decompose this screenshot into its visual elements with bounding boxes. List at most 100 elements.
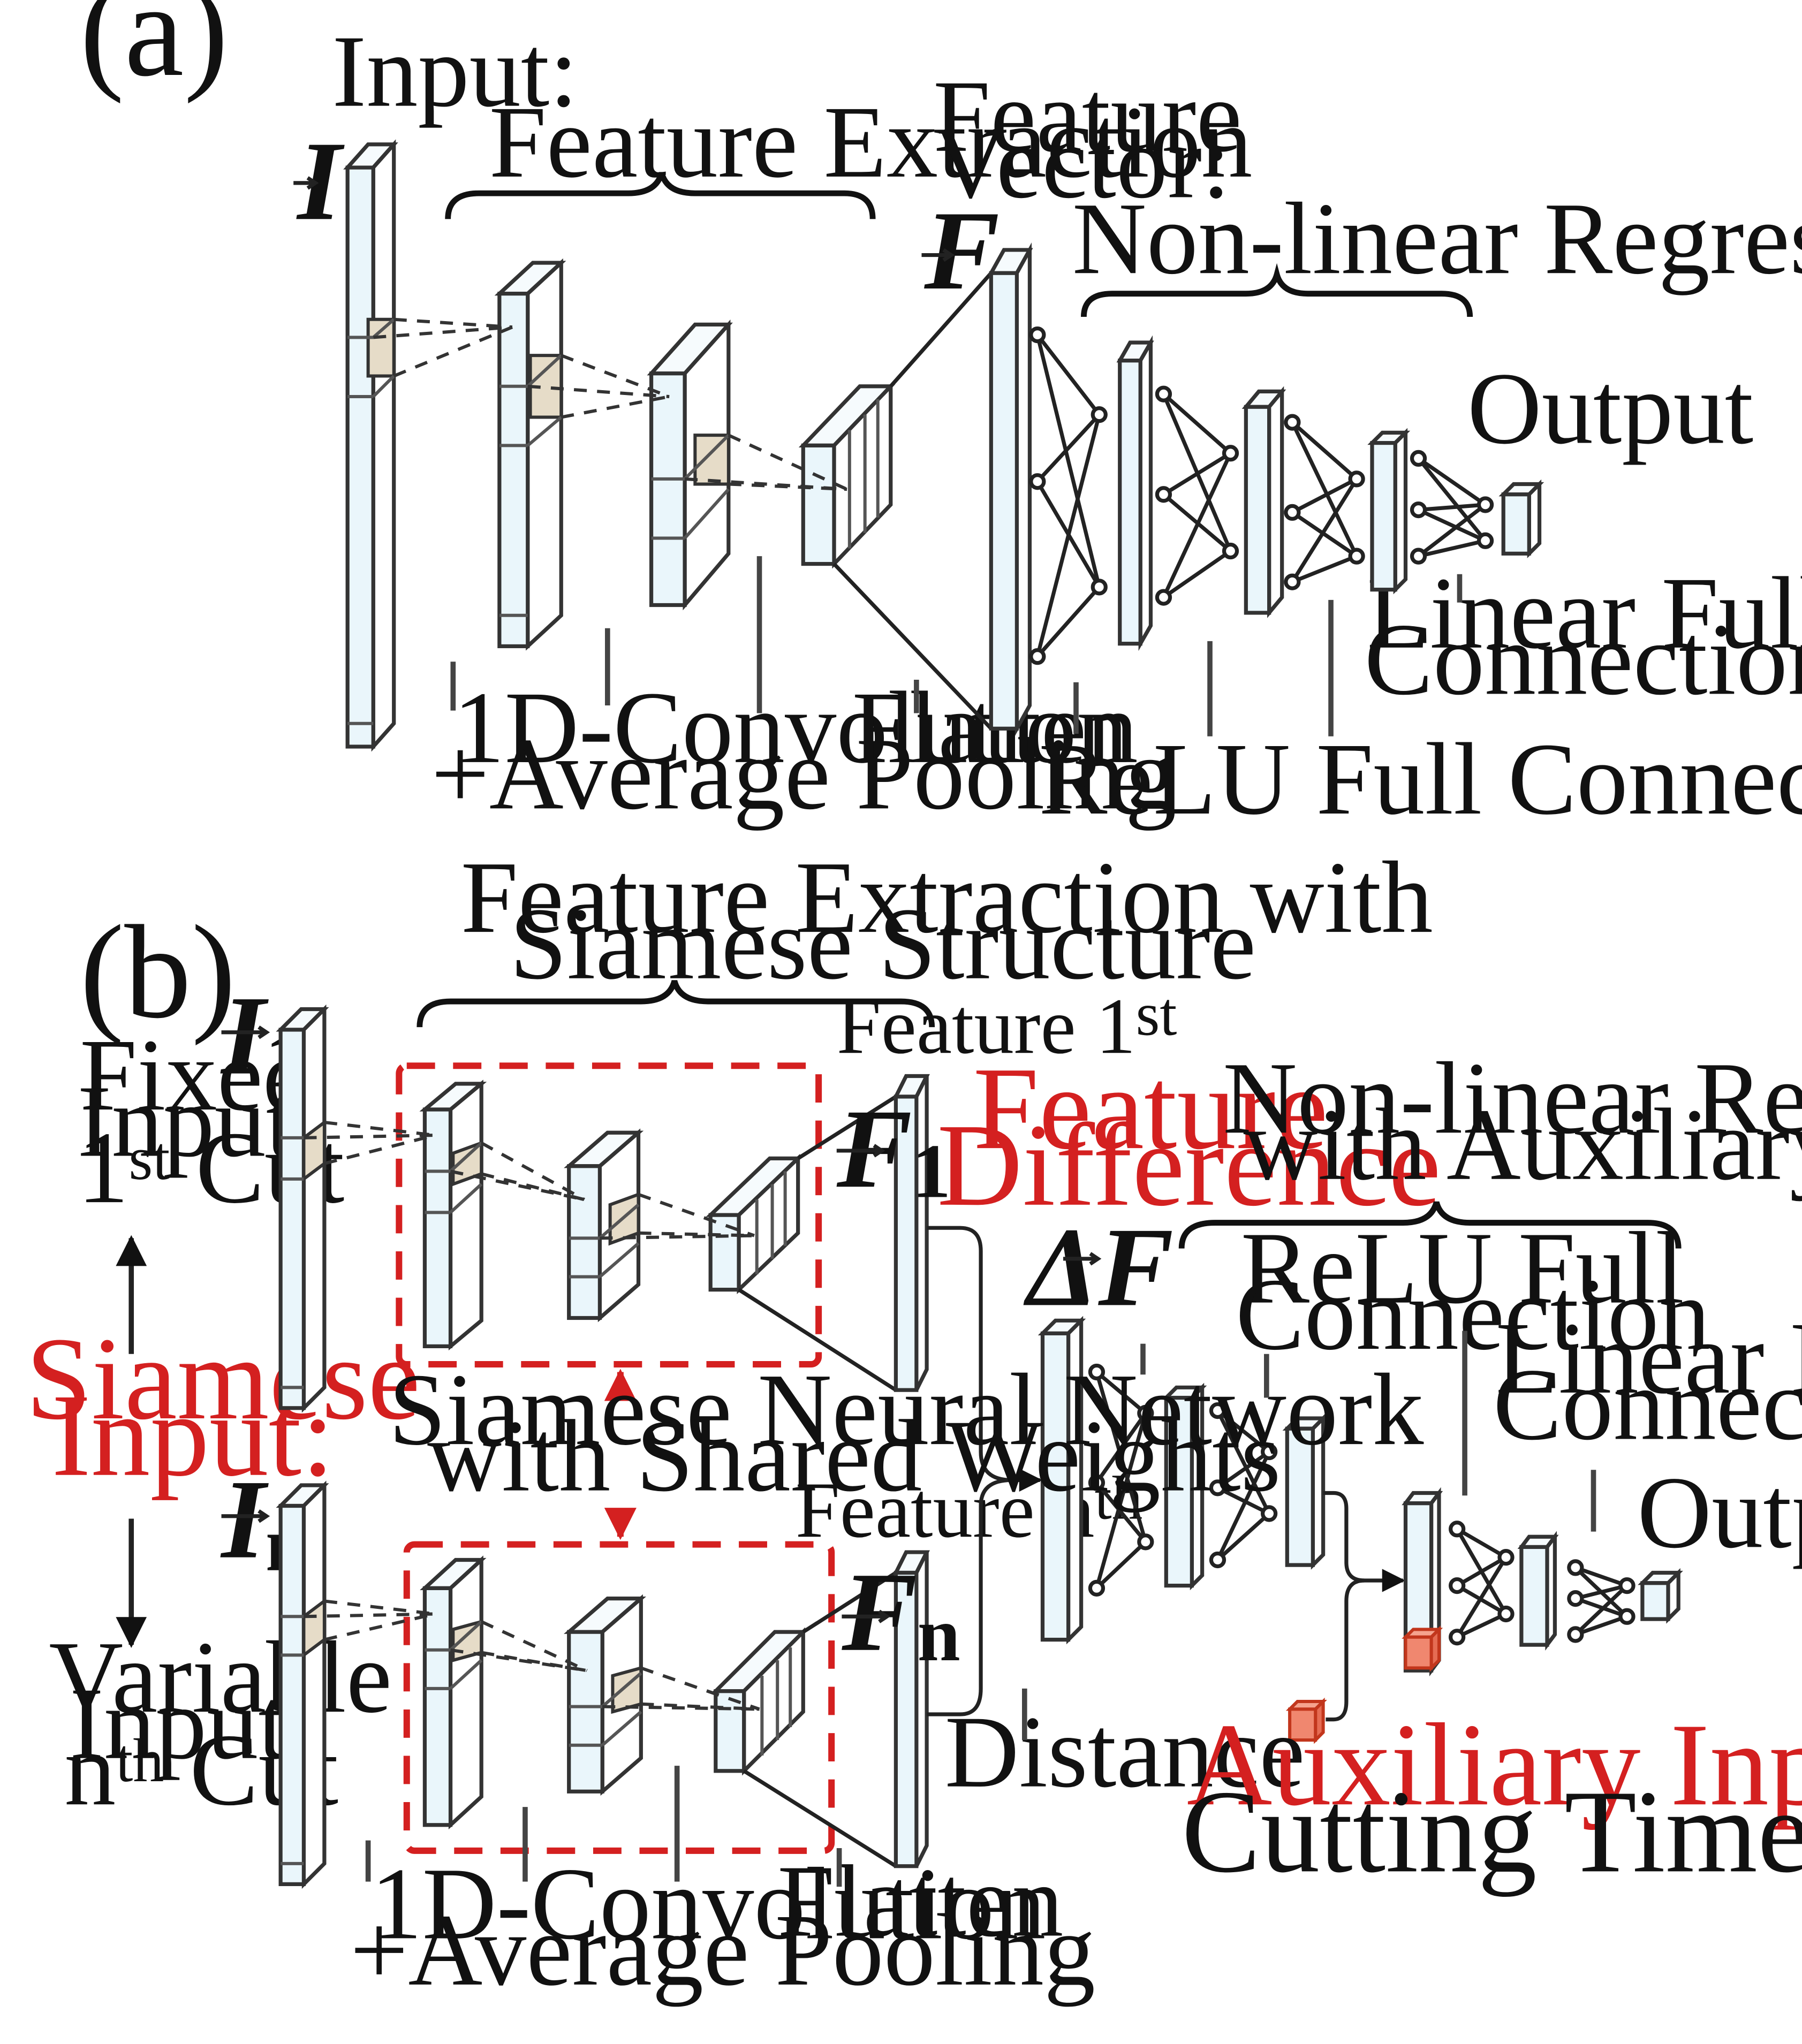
fan-bottom-n-b bbox=[743, 1769, 897, 1868]
feature-vector-block-a bbox=[988, 242, 1033, 736]
conv-block-2-a bbox=[647, 319, 733, 611]
feature-1-block-b bbox=[892, 1074, 930, 1392]
nonlinear-aux-brace bbox=[1178, 1201, 1682, 1249]
dense-net-1-a bbox=[1029, 326, 1108, 665]
snn-line2: with Shared Weights bbox=[427, 1399, 1281, 1513]
label-ticks-b bbox=[365, 1331, 1596, 1887]
fan-top-a bbox=[889, 271, 993, 388]
conv-block-1-top-b bbox=[419, 1080, 487, 1351]
variable-input-line2: Input: bbox=[70, 1667, 315, 1781]
siamese-input-line1: Siamese bbox=[26, 1313, 420, 1444]
dense-net-4-a bbox=[1410, 450, 1494, 565]
output-label-b: Output bbox=[1637, 1455, 1802, 1569]
linear-full-line1-a: Linear Full bbox=[1367, 556, 1802, 670]
fe-siamese-brace bbox=[417, 979, 935, 1028]
input-block-1-b bbox=[276, 1004, 329, 1413]
fn-symbol: Fn bbox=[841, 1549, 960, 1677]
nonlinear-regression-label: Non-linear Regression bbox=[1072, 181, 1802, 295]
panel-a-tag: (a) bbox=[80, 0, 229, 104]
relu-block-3-a bbox=[1367, 428, 1411, 595]
relu-line1-b: ReLU Full bbox=[1241, 1211, 1684, 1325]
svg-text:F: F bbox=[923, 187, 1000, 313]
dense-net-2-b bbox=[1209, 1402, 1278, 1569]
flatten-block-bottom-b bbox=[711, 1627, 808, 1776]
relu-block-2-b bbox=[1282, 1414, 1328, 1570]
feature-extraction-label: Feature Extraction bbox=[489, 85, 1253, 199]
fan-top-1-b bbox=[797, 1095, 897, 1160]
delta-block-b bbox=[1038, 1316, 1086, 1645]
relu-to-linear-connector bbox=[1323, 1491, 1405, 1592]
panel-b-tag: (b) bbox=[80, 898, 236, 1046]
fan-top-n-b bbox=[802, 1571, 897, 1634]
conv-line1-b: 1D-Convolution bbox=[370, 1847, 1046, 1961]
delta-symbol: ΔF bbox=[1023, 1204, 1174, 1329]
fan-bottom-a bbox=[832, 563, 993, 730]
relu-block-2-a bbox=[1241, 386, 1286, 618]
flatten-block-a bbox=[798, 381, 896, 569]
nonlinear-regression-brace bbox=[1080, 263, 1473, 317]
dense-net-3-b bbox=[1449, 1521, 1515, 1646]
dense-net-1-b bbox=[1088, 1363, 1154, 1597]
siamese-box-bottom bbox=[403, 1541, 835, 1854]
f1-symbol: F1 bbox=[836, 1085, 951, 1214]
panel-b: (b) Feature Extraction with Siamese Stru… bbox=[26, 840, 1802, 2007]
output-block-b bbox=[1638, 1568, 1683, 1624]
delta-arrow bbox=[1063, 1252, 1102, 1266]
dashed-projections-bottom-b bbox=[304, 1599, 760, 1711]
input-block-n-b bbox=[276, 1480, 329, 1889]
conv-block-2-bottom-b bbox=[564, 1594, 647, 1796]
dashed-projections-a bbox=[373, 317, 848, 491]
feature-vector-line2: Vector: bbox=[933, 105, 1230, 219]
conv-block-2-top-b bbox=[564, 1128, 644, 1323]
feature-difference-line2: Difference bbox=[937, 1099, 1441, 1230]
input-symbol: I bbox=[293, 118, 345, 244]
feature-1st-label: Feature 1st bbox=[837, 980, 1177, 1071]
output-label-a: Output bbox=[1467, 352, 1753, 466]
relu-block-1-a bbox=[1116, 335, 1154, 651]
output-block-a bbox=[1498, 479, 1544, 559]
linear-full-line2-a: Connection bbox=[1365, 602, 1802, 716]
conv-block-1-a bbox=[494, 258, 566, 651]
merge-bottom bbox=[927, 1478, 1012, 1716]
linear-line2-b: Connection bbox=[1493, 1347, 1802, 1461]
flatten-label-b: Flatten bbox=[777, 1844, 1063, 1958]
aux-cube bbox=[1285, 1697, 1327, 1744]
relu-block-1-b bbox=[1161, 1382, 1207, 1591]
nonlinear-aux-line1: Non-linear Regression bbox=[1223, 1041, 1802, 1155]
conv-line2-b: +Average Pooling bbox=[350, 1893, 1095, 2007]
svg-text:I: I bbox=[296, 118, 345, 244]
aux-connector bbox=[1326, 1578, 1365, 1722]
relu-line2-b: Connection bbox=[1236, 1257, 1710, 1371]
siamese-box-top bbox=[396, 1062, 822, 1368]
input-label: Input: bbox=[332, 14, 578, 128]
panel-a: (a) Input: I Feature Extraction Feature … bbox=[80, 0, 1802, 836]
conv-line2-a: +Average Pooling bbox=[431, 717, 1176, 831]
fe-siamese-line2: Siamese Structure bbox=[510, 887, 1256, 1001]
linear-block-2-b bbox=[1517, 1531, 1559, 1651]
svg-text:Fn: Fn bbox=[841, 1549, 960, 1677]
linear-line1-b: Linear Full bbox=[1496, 1301, 1802, 1415]
feature-vector-line1: Feature bbox=[933, 59, 1242, 173]
fe-siamese-line1: Feature Extraction with bbox=[461, 840, 1433, 954]
snn-line1: Siamese Neural Network bbox=[389, 1352, 1424, 1466]
fan-bottom-1-b bbox=[738, 1288, 897, 1392]
aux-cube-on-linear bbox=[1402, 1625, 1443, 1672]
dense-net-3-a bbox=[1284, 414, 1365, 590]
input-block-a bbox=[343, 139, 398, 752]
feature-extraction-brace bbox=[445, 172, 876, 219]
dashed-projections-top-b bbox=[304, 1121, 755, 1240]
auxiliary-input-label: Auxiliary Input: bbox=[1187, 1699, 1802, 1830]
relu-label-a: ReLU Full Connection bbox=[1039, 722, 1802, 836]
distance-label: Distance bbox=[945, 1695, 1305, 1809]
dense-net-2-a bbox=[1155, 385, 1239, 606]
conv-block-1-bottom-b bbox=[420, 1555, 487, 1829]
nonlinear-aux-line2: with Auxiliary Input bbox=[1244, 1088, 1802, 1202]
feature-difference-line1: Feature bbox=[973, 1043, 1328, 1174]
feature-symbol: F bbox=[921, 187, 1000, 313]
fixed-input-line1: Fixed bbox=[80, 1018, 314, 1132]
dense-net-4-b bbox=[1567, 1559, 1636, 1643]
cutting-times-label: Cutting Times n bbox=[1182, 1766, 1802, 1897]
label-ticks-a bbox=[450, 556, 1463, 736]
variable-input-line1: Variable bbox=[49, 1620, 392, 1734]
